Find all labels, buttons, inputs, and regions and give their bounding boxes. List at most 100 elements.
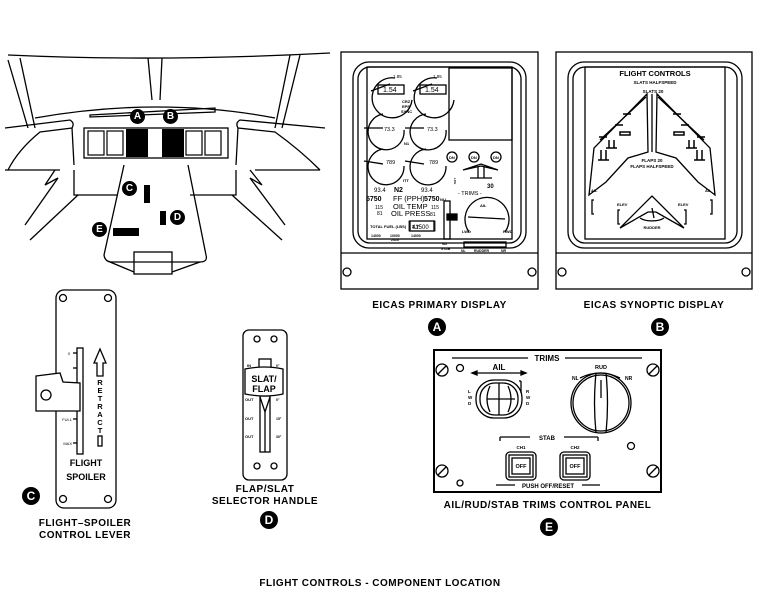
retract-letter: T: [98, 426, 103, 435]
slat-flap-handle[interactable]: [244, 366, 284, 397]
gear-indicator-nose: DN: [471, 155, 477, 160]
nd-label: ND: [442, 242, 448, 246]
oil-press-left: 81: [377, 211, 383, 217]
spoiler-text: 0 FULL MAX R E T R A C T FLIGHT SPOILER: [62, 351, 106, 482]
spoiler-scale-max: MAX: [63, 441, 72, 446]
epr-label-epr: EPR: [402, 104, 410, 109]
detent-left-out-2: OUT: [245, 416, 254, 421]
callout-a: A: [130, 109, 145, 124]
ail-left-label: AIL: [591, 188, 598, 193]
flap-slat-caption-1: FLAP/SLAT: [235, 484, 295, 495]
stab-label: STAB: [539, 436, 556, 442]
n1-value-right: 73.3: [427, 127, 438, 133]
gear-indicator-left: DN: [449, 155, 455, 160]
stab-trim-value: 7.7: [412, 225, 419, 231]
lwd-d: D: [468, 401, 472, 406]
gear-side-label: LDG: [453, 178, 457, 185]
fuel-left: 14000: [371, 234, 381, 238]
rwd-w: W: [526, 395, 531, 400]
rwd-label: RWD: [503, 229, 513, 234]
epr-value-left: 1.54: [383, 87, 397, 94]
ch1-button-frame[interactable]: [505, 451, 537, 481]
handle-label-2: FLAP: [252, 384, 276, 394]
spoiler-scale-full: FULL: [62, 417, 73, 422]
total-fuel-label: TOTAL FUEL (LBS): [370, 224, 407, 229]
callout-b: B: [163, 109, 178, 124]
eicas-primary-text: 1.85 1.85 1.54 1.54 CRZ EPR SYNC 73.3 73…: [366, 74, 513, 253]
eicas-synoptic-location: [162, 129, 184, 157]
retract-letter: E: [97, 386, 102, 395]
surface-indicators: [598, 113, 705, 161]
eicas-synoptic-bezel: [555, 51, 753, 290]
ch2-button-frame[interactable]: [559, 451, 591, 481]
rudder-label: RUDDER: [474, 249, 489, 253]
elev-left-label: ELEV: [617, 202, 628, 207]
oil-temp-left: 115: [375, 205, 383, 211]
epr-ref-right: 1.85: [433, 74, 442, 79]
retract-letter: R: [97, 378, 103, 387]
spoiler-panel-label-1: FLIGHT: [70, 458, 103, 468]
ch2-off-button[interactable]: OFF: [570, 464, 582, 470]
eicas-primary-caption: EICAS PRIMARY DISPLAY: [372, 300, 507, 311]
n2-value-left: 93.4: [374, 188, 386, 194]
detent-left-out-3: OUT: [245, 434, 254, 439]
callout-c: C: [122, 181, 137, 196]
badge-e: E: [540, 518, 558, 536]
retract-letter: T: [98, 394, 103, 403]
spoiler-panel-label-2: SPOILER: [66, 472, 106, 482]
eicas-primary-bezel: [340, 51, 539, 290]
rudder-synoptic-label: RUDDER: [643, 225, 660, 230]
n2-label: N2: [394, 187, 403, 194]
flap-handle-location: [160, 211, 166, 225]
oil-temp-right: 115: [431, 205, 439, 211]
nu-label: NU: [440, 197, 446, 202]
cockpit-illustration: [4, 52, 331, 275]
ch1-off-button[interactable]: OFF: [516, 464, 528, 470]
rudder-nr: NR: [501, 249, 507, 253]
spoiler-caption-2: CONTROL LEVER: [39, 530, 131, 541]
spoiler-lever-location: [144, 185, 150, 203]
synoptic-header: FLIGHT CONTROLS: [619, 69, 690, 78]
oil-press-label: OIL PRESS: [391, 209, 430, 218]
ail-trim-label: AIL: [480, 203, 487, 208]
eicas-primary-location: [126, 129, 148, 157]
elev-right-label: ELEV: [678, 202, 689, 207]
epr-value-right: 1.54: [425, 87, 439, 94]
itt-value-right: 789: [429, 160, 438, 166]
spoiler-lever-handle[interactable]: [35, 372, 81, 412]
ff-value-right: 5750: [424, 196, 440, 203]
ch1-label: CH1: [516, 445, 525, 450]
rudder-trim-knob[interactable]: [570, 372, 632, 434]
callout-e: E: [92, 222, 107, 237]
eicas-synoptic-caption: EICAS SYNOPTIC DISPLAY: [583, 300, 725, 311]
n1-label: N1: [404, 141, 410, 146]
rwd-r: R: [526, 389, 530, 394]
itt-value-left: 789: [386, 160, 395, 166]
page-title: FLIGHT CONTROLS - COMPONENT LOCATION: [259, 578, 501, 589]
flaps-value: FLAPS 20: [641, 158, 663, 163]
trims-panel-caption: AIL/RUD/STAB TRIMS CONTROL PANEL: [443, 500, 652, 511]
stab-bracket: [496, 436, 600, 486]
nl-label: NL: [572, 376, 579, 382]
detent-left-out-1: OUT: [245, 397, 254, 402]
flap-slat-panel: [242, 329, 288, 481]
rwd-d: D: [526, 401, 530, 406]
total-fuel-value: 41500: [412, 225, 429, 231]
epr-ref-left: 1.85: [393, 74, 402, 79]
trims-label: - TRIMS -: [458, 191, 482, 197]
wing-synoptic: [588, 92, 716, 229]
push-off-reset-label: PUSH OFF/RESET: [522, 484, 574, 490]
slats-value: SLATS 20: [643, 89, 664, 94]
trims-panel-location: [113, 228, 139, 236]
detent-left-in: IN: [247, 363, 251, 368]
ail-knob-label: AIL: [493, 363, 506, 372]
ff-value-left: 5750: [366, 196, 382, 203]
ff-label: FF (PPH): [393, 194, 425, 203]
oil-press-right: 81: [430, 212, 436, 218]
ch2-label: CH2: [570, 445, 579, 450]
itt-label: ITT: [403, 178, 410, 183]
gear-indicator-right: DN: [493, 155, 499, 160]
epr-label-sync: SYNC: [401, 109, 412, 114]
lwd-l: L: [468, 389, 471, 394]
